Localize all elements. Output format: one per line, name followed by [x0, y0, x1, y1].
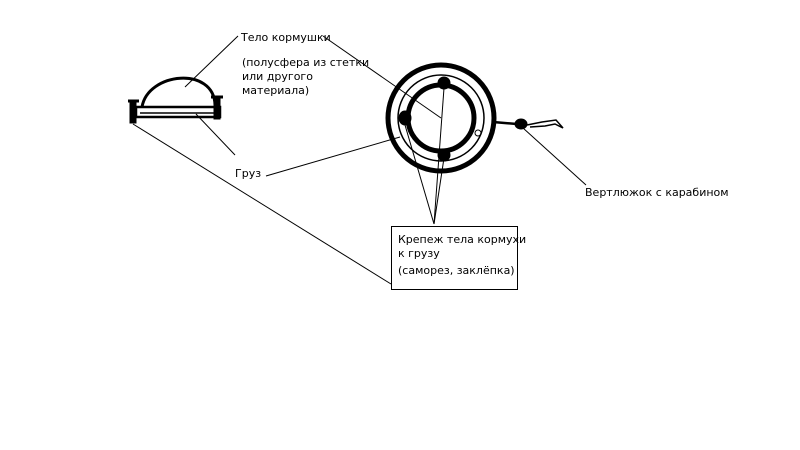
fastener-dot-top	[437, 76, 451, 90]
leader-fastener-side	[132, 123, 392, 285]
swivel-carabiner	[492, 118, 564, 130]
leader-swivel	[522, 127, 587, 186]
leader-fastener-3	[433, 157, 445, 225]
fastener-label-line-1: Крепеж тела кормухи	[398, 233, 527, 246]
leader-fastener-1	[404, 124, 435, 225]
label-feeder-body: Тело кормушки	[241, 31, 331, 44]
leader-body-side	[184, 35, 239, 88]
leader-body-top	[322, 35, 442, 119]
label-swivel: Вертлюжок с карабином	[585, 186, 729, 199]
leader-weight-top	[265, 136, 401, 177]
weight-ring-outer	[385, 62, 497, 174]
fastener-label-line-3: (саморез, заклёпка)	[398, 264, 515, 277]
leader-lines	[132, 35, 587, 285]
label-feeder-body-note-2: или другого	[242, 70, 313, 83]
carabiner-shape	[526, 119, 564, 129]
feeder-top-view	[385, 62, 497, 174]
feeder-dome	[140, 76, 217, 108]
label-feeder-body-note-1: (полусфера из стетки	[242, 56, 370, 69]
label-feeder-body-note-3: материала)	[242, 84, 310, 97]
leader-weight-side	[195, 113, 236, 156]
fastener-dot-left	[398, 110, 412, 126]
swivel-stem-left	[492, 120, 518, 126]
swivel-body	[514, 118, 528, 130]
swivel-eye	[474, 129, 482, 137]
weight-plate-side	[134, 105, 222, 119]
label-weight: Груз	[235, 167, 262, 180]
fastener-right	[213, 96, 221, 120]
weight-ring-inner	[397, 74, 485, 162]
fastener-left	[129, 100, 137, 124]
fastener-callout-box: Крепеж тела кормухи к грузу (саморез, за…	[391, 226, 526, 290]
leader-fastener-2	[433, 87, 445, 225]
feeder-side-view	[128, 76, 223, 124]
fastener-label-line-2: к грузу	[398, 247, 440, 260]
